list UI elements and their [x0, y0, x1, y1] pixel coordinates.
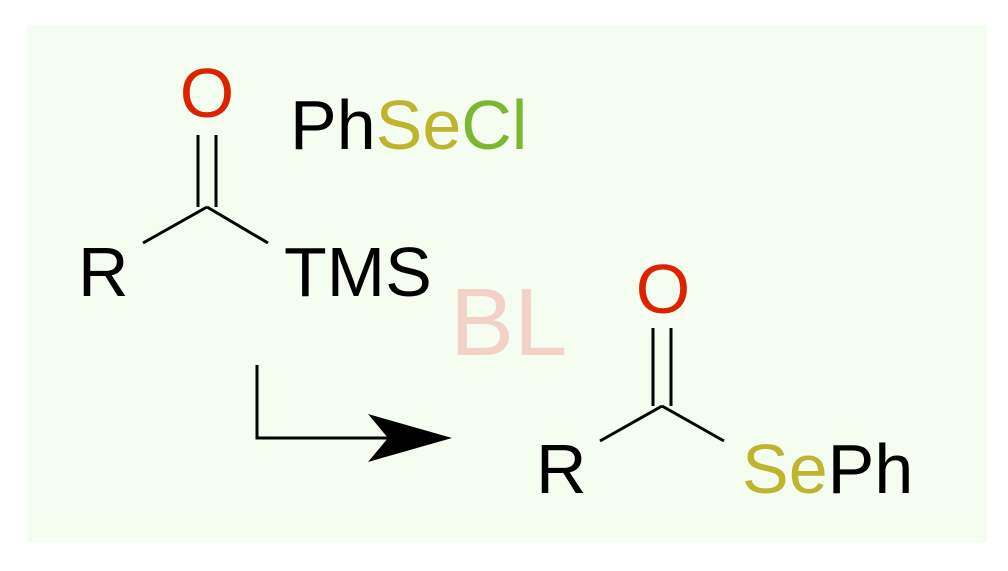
- reactant-c-tms-bond: [206, 205, 269, 245]
- background-panel: [27, 25, 987, 542]
- product-r-c-bond: [599, 404, 663, 443]
- product-ph-label: Ph: [828, 430, 914, 508]
- product-molecule: O R SePh: [536, 250, 913, 508]
- reactant-r-c-bond: [142, 205, 208, 245]
- reaction-arrow-head: [368, 414, 452, 462]
- reagent-phsecl: PhSeCl: [290, 86, 527, 164]
- product-oxygen-label: O: [636, 250, 690, 328]
- reagent-cl-label: Cl: [461, 86, 527, 164]
- product-se-label: Se: [742, 430, 828, 508]
- reagent-ph-label: Ph: [290, 86, 376, 164]
- reactant-oxygen-label: O: [180, 54, 234, 132]
- product-c-se-bond: [661, 404, 725, 443]
- reaction-arrow-shaft: [255, 365, 400, 440]
- reactant-r-label: R: [78, 233, 129, 311]
- watermark-text: BL: [450, 269, 567, 376]
- reagent-se-label: Se: [376, 86, 462, 164]
- reactant-molecule: O R TMS: [78, 54, 432, 311]
- reactant-tms-label: TMS: [284, 233, 432, 311]
- reaction-arrow: [255, 365, 452, 462]
- product-seph: SePh: [742, 430, 913, 508]
- product-r-label: R: [536, 430, 587, 508]
